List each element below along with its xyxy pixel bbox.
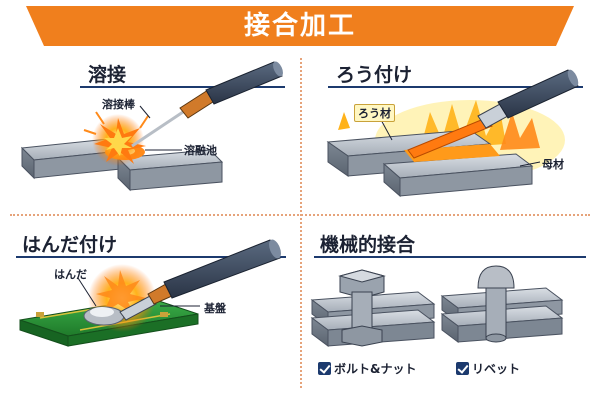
base-metal-label: 母材 <box>542 158 564 171</box>
header-banner: 接合加工 <box>26 6 574 46</box>
bolt-nut-label: ボルト&ナット <box>334 362 417 376</box>
welding-title: 溶接 <box>88 64 127 86</box>
checkbox-icon <box>456 362 469 375</box>
welding-underline <box>80 86 285 88</box>
brazing-title: ろう付け <box>336 64 413 86</box>
checkbox-icon <box>318 362 331 375</box>
mechanical-title: 機械的接合 <box>320 234 416 256</box>
board-label: 基盤 <box>204 302 226 315</box>
banner-shape <box>26 6 574 46</box>
soldering-underline <box>16 256 286 258</box>
soldering-title: はんだ付け <box>22 234 118 256</box>
soldering-illustration <box>19 239 281 347</box>
page-title: 接合加工 <box>243 11 356 41</box>
rod-label: 溶接棒 <box>102 98 135 111</box>
mechanical-illustration <box>310 265 564 347</box>
bolt-nut-item: ボルト&ナット <box>318 360 416 377</box>
rivet-label: リベット <box>472 362 521 376</box>
brazing-illustration <box>326 69 579 198</box>
welding-illustration <box>20 61 283 192</box>
solder-label: はんだ <box>54 268 87 281</box>
brazing-underline <box>328 86 583 88</box>
rivet-item: リベット <box>456 360 520 377</box>
mechanical-underline <box>314 256 586 258</box>
horizontal-divider <box>10 214 590 216</box>
vertical-divider <box>300 58 302 388</box>
filler-label: ろう材 <box>354 104 395 122</box>
weld-pool-label: 溶融池 <box>184 144 217 157</box>
